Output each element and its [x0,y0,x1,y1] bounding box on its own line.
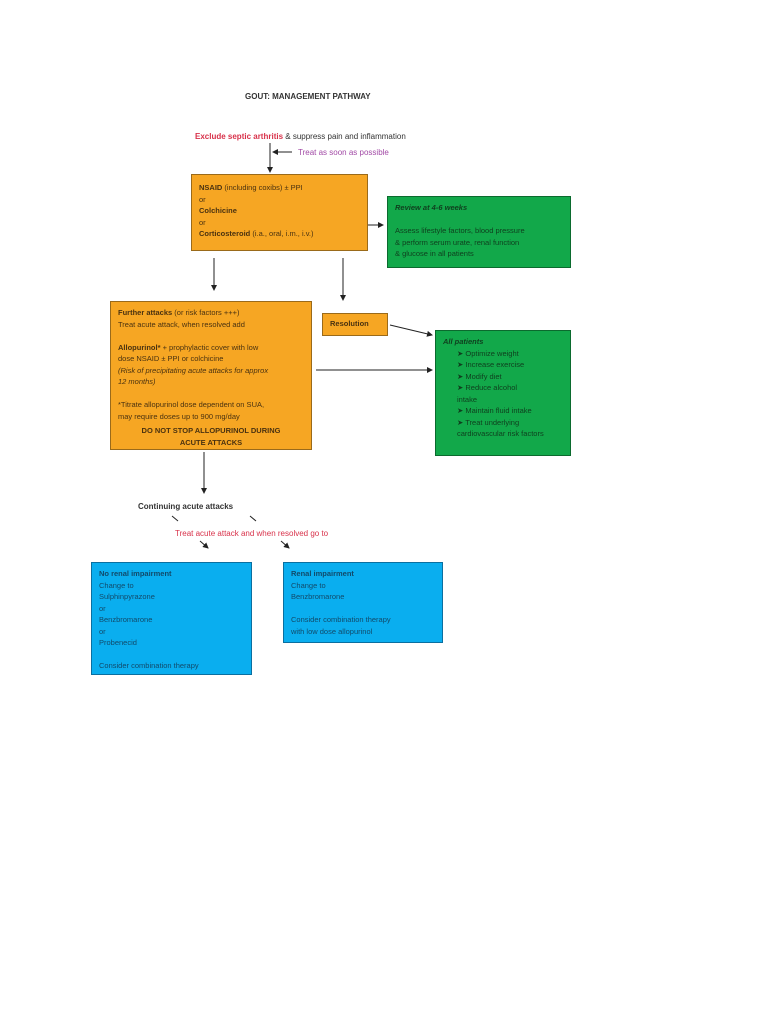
risk-note: (Risk of precipitating acute attacks for… [118,365,269,375]
renal-line: Benzbromarone [291,592,345,601]
arrow-to-no-renal [199,540,209,549]
review-line: & glucose in all patients [395,249,474,258]
nsaid: NSAID [199,183,223,192]
warning: DO NOT STOP ALLOPURINOL DURING [141,426,281,435]
list-item: ➤ Optimize weight [457,348,519,358]
no-renal-line: Probenecid [99,638,137,647]
start-step: Exclude septic arthritis & suppress pain… [195,131,406,142]
no-renal-impairment-box: No renal impairment Change to Sulphinpyr… [91,562,252,675]
titrate-note: *Titrate allopurinol dose dependent on S… [118,400,265,409]
start-highlight: Exclude septic arthritis [195,132,284,141]
corticosteroid-detail: (i.a., oral, i.m., i.v.) [250,229,314,238]
no-renal-line: or [99,626,106,636]
nsaid-detail: (including coxibs) ± PPI [222,183,303,192]
list-item: ➤ Maintain fluid intake [457,406,532,415]
review-line: & perform serum urate, renal function [395,237,520,247]
list-item: ➤ Increase exercise [457,360,525,369]
no-renal-line: Benzbromarone [99,615,153,624]
no-renal-line: Change to [99,580,134,590]
page-title: GOUT: MANAGEMENT PATHWAY [245,92,371,101]
corticosteroid: Corticosteroid [199,229,251,238]
list-item: ➤ Reduce alcohol intake [457,383,518,404]
list-item: ➤ Modify diet [457,371,502,381]
colchicine: Colchicine [199,206,237,215]
no-renal-line: or [99,603,106,613]
risk-note: 12 months) [118,377,156,386]
resolution-box: Resolution [322,313,388,336]
review-line: Assess lifestyle factors, blood pressure [395,226,525,235]
further-line: Treat acute attack, when resolved add [118,319,245,329]
further-heading: Further attacks [118,308,173,317]
further-heading-detail: (or risk factors +++) [172,308,240,317]
further-line: dose NSAID ± PPI or colchicine [118,354,224,363]
allopurinol-detail: + prophylactic cover with low [160,342,259,352]
renal-heading: Renal impairment [291,569,354,578]
no-renal-line: Sulphinpyrazone [99,592,155,601]
no-renal-line: Consider combination therapy [99,661,199,670]
warning: ACUTE ATTACKS [179,437,243,447]
review-box: Review at 4-6 weeks Assess lifestyle fac… [387,196,571,268]
all-patients-box: All patients ➤ Optimize weight ➤ Increas… [435,330,571,456]
arrow-resolution-to-all [389,324,433,337]
no-renal-heading: No renal impairment [99,569,172,578]
treat-note: Treat as soon as possible [298,148,389,157]
allopurinol: Allopurinol* [118,342,161,352]
renal-line: Change to [291,580,326,590]
list-item: ➤ Treat underlying cardiovascular risk f… [457,417,544,439]
start-rest: & suppress pain and inflammation [283,132,406,141]
first-line-treatment-box: NSAID (including coxibs) ± PPI or Colchi… [191,174,368,251]
renal-line: Consider combination therapy [291,615,391,624]
arrow-to-renal [280,540,290,549]
or: or [199,194,206,204]
review-heading: Review at 4-6 weeks [395,203,468,212]
all-patients-heading: All patients [443,337,484,346]
renal-line: with low dose allopurinol [291,626,373,636]
continuing-attacks: Continuing acute attacks [138,502,234,511]
further-attacks-box: Further attacks (or risk factors +++) Tr… [110,301,312,450]
continuing-note: Treat acute attack and when resolved go … [175,529,329,538]
titrate-note: may require doses up to 900 mg/day [118,411,240,421]
or: or [199,217,206,227]
renal-impairment-box: Renal impairment Change to Benzbromarone… [283,562,443,643]
